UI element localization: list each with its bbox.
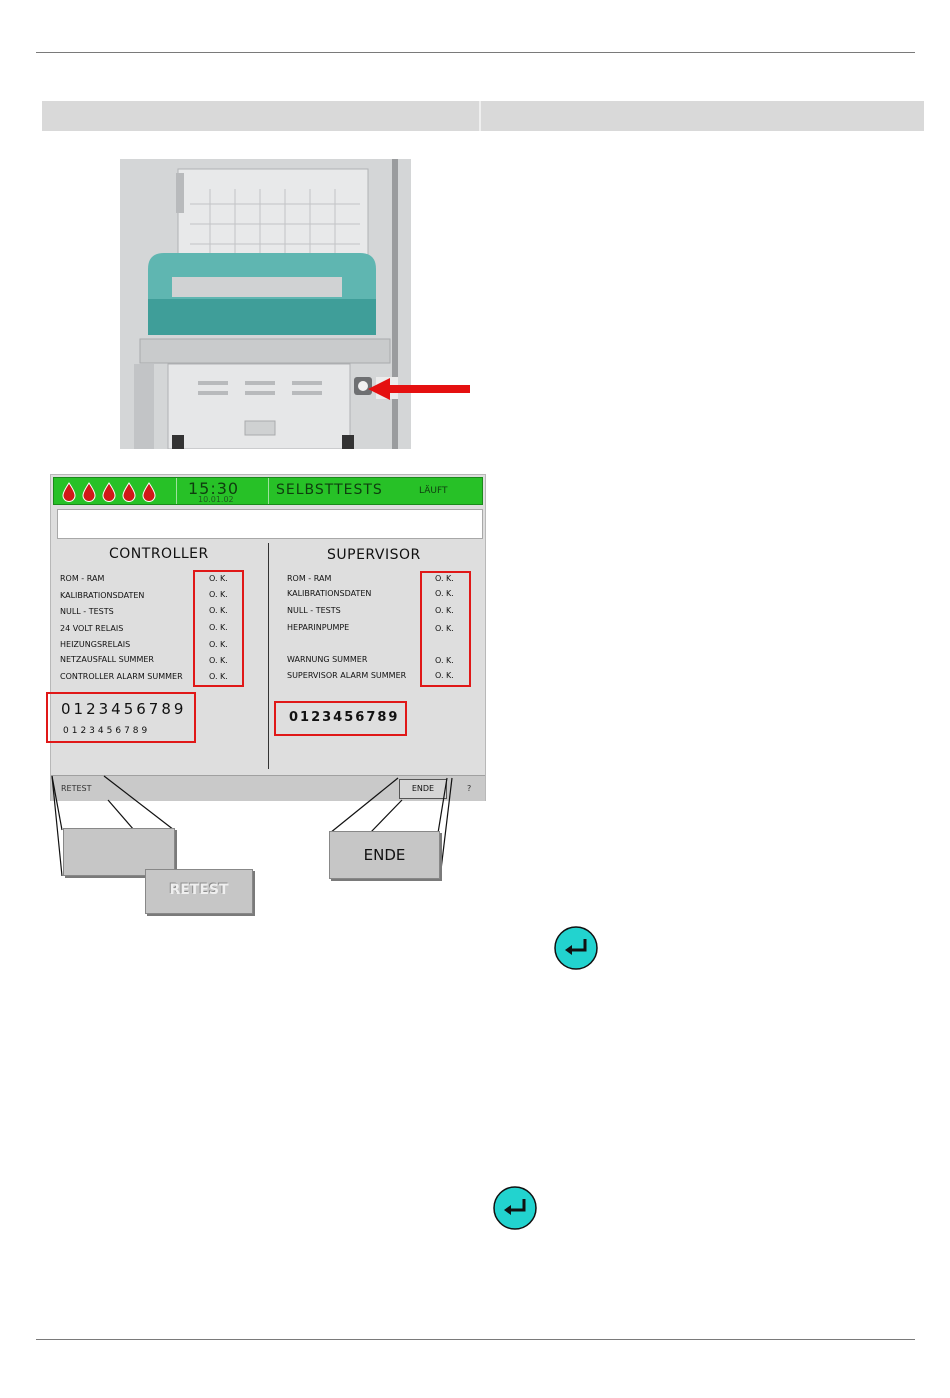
controller-row-label: NULL - TESTS [60, 607, 114, 616]
controller-row-value: O. K. [209, 656, 228, 665]
controller-row-value: O. K. [209, 672, 228, 681]
supervisor-results-highlight [420, 571, 471, 687]
column-divider [268, 543, 269, 769]
machine-photo [120, 159, 411, 449]
ende-softkey[interactable]: ENDE [399, 779, 447, 799]
controller-row-value: O. K. [209, 640, 228, 649]
retest-button-label: RETEST [169, 882, 229, 898]
screen-title: SELBSTTESTS [276, 482, 383, 498]
controller-digits-large: 0123456789 [61, 700, 187, 718]
selftest-screen: 15:30 10.01.02 SELBSTTESTS LÄUFT CONTROL… [46, 474, 486, 801]
bottom-rule [36, 1339, 915, 1340]
supervisor-row-label: WARNUNG SUMMER [287, 655, 368, 664]
controller-row-label: CONTROLLER ALARM SUMMER [60, 672, 183, 681]
blood-drop-icon [122, 482, 136, 502]
status-header: 15:30 10.01.02 SELBSTTESTS LÄUFT [53, 477, 483, 505]
supervisor-digits-highlight [274, 701, 407, 736]
help-softkey[interactable]: ? [467, 784, 472, 793]
controller-row-value: O. K. [209, 590, 228, 599]
supervisor-row-value: O. K. [435, 671, 454, 680]
screen-bottom-bar: RETEST ENDE ? [51, 775, 485, 801]
controller-digits-highlight [46, 692, 196, 743]
retest-button-blank [63, 828, 175, 876]
controller-row-label: 24 VOLT RELAIS [60, 624, 124, 633]
controller-row-label: HEIZUNGSRELAIS [60, 640, 131, 649]
clock-time: 15:30 [188, 479, 240, 498]
supervisor-row-label: SUPERVISOR ALARM SUMMER [287, 671, 407, 680]
blood-drop-icon [102, 482, 116, 502]
controller-row-value: O. K. [209, 623, 228, 632]
blood-drops [62, 482, 156, 502]
message-box [57, 509, 483, 539]
blood-drop-icon [62, 482, 76, 502]
controller-row-label: ROM - RAM [60, 574, 105, 583]
supervisor-row-value: O. K. [435, 606, 454, 615]
table-header-bar [42, 101, 924, 131]
supervisor-digits: 0123456789 [289, 710, 400, 725]
supervisor-row-value: O. K. [435, 624, 454, 633]
clock-date: 10.01.02 [198, 495, 234, 504]
retest-button-zoom: RETEST [145, 869, 253, 914]
supervisor-title: SUPERVISOR [327, 547, 421, 563]
controller-row-label: KALIBRATIONSDATEN [60, 591, 145, 600]
controller-results-highlight [193, 570, 244, 687]
blood-drop-icon [142, 482, 156, 502]
controller-row-label: NETZAUSFALL SUMMER [60, 655, 154, 664]
controller-title: CONTROLLER [109, 546, 209, 562]
enter-key-icon [554, 926, 598, 970]
blood-drop-icon [82, 482, 96, 502]
supervisor-row-label: HEPARINPUMPE [287, 623, 350, 632]
supervisor-row-label: ROM - RAM [287, 574, 332, 583]
controller-digits-small: 0123456789 [63, 726, 151, 736]
controller-row-value: O. K. [209, 606, 228, 615]
supervisor-row-label: NULL - TESTS [287, 606, 341, 615]
ende-button-zoom: ENDE [329, 831, 440, 879]
top-rule [36, 52, 915, 53]
ende-button-label: ENDE [363, 846, 406, 864]
supervisor-row-value: O. K. [435, 656, 454, 665]
supervisor-row-value: O. K. [435, 589, 454, 598]
enter-key-icon [493, 1186, 537, 1230]
retest-softkey[interactable]: RETEST [61, 784, 92, 793]
controller-row-value: O. K. [209, 574, 228, 583]
red-arrow-icon [368, 378, 470, 400]
supervisor-row-label: KALIBRATIONSDATEN [287, 589, 372, 598]
screen-status: LÄUFT [419, 486, 448, 496]
supervisor-row-value: O. K. [435, 574, 454, 583]
